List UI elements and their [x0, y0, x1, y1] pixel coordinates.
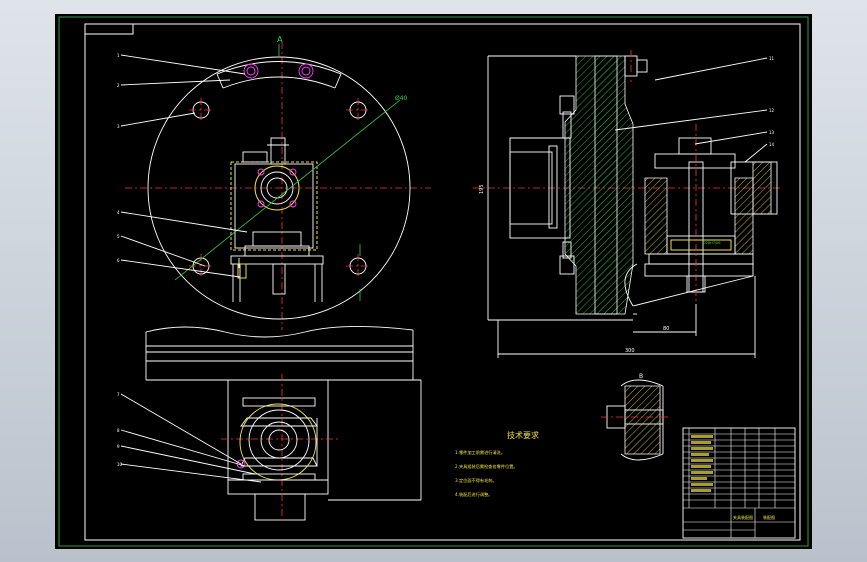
sheet-border	[58, 16, 809, 547]
svg-text:14: 14	[769, 142, 775, 147]
section-mark-top: A	[277, 35, 283, 44]
title-block-name: 夹具装配图	[733, 514, 753, 520]
tech-req-line-3: 3.定位面不得有毛刺。	[455, 477, 497, 484]
machine-table	[145, 325, 414, 381]
cad-viewport[interactable]: A	[55, 14, 812, 549]
top-view: 7 8 9 10	[117, 374, 422, 524]
svg-text:13: 13	[769, 130, 775, 135]
svg-text:1: 1	[117, 53, 120, 58]
svg-text:8: 8	[117, 428, 120, 433]
drawing-canvas: A	[58, 16, 809, 547]
svg-text:12: 12	[769, 108, 775, 113]
detail-view-b: B	[601, 373, 671, 461]
tech-req-line-2: 2.夹具组装后需检查各零件位置。	[455, 463, 518, 470]
fixture-plate-outline	[147, 56, 411, 320]
side-section-view: 195 300 80 11 12 13 14 Ø28H7/k6	[473, 50, 783, 358]
svg-text:2: 2	[117, 83, 120, 88]
svg-text:300: 300	[625, 348, 635, 354]
svg-text:195: 195	[479, 184, 485, 194]
title-block: 夹具装配图 装配图	[682, 427, 796, 539]
drawing-frame	[84, 23, 801, 541]
tech-req-line-1: 1.零件加工前需进行清洗。	[455, 449, 505, 456]
title-block-drawing-no: 装配图	[763, 514, 775, 520]
svg-text:4: 4	[117, 210, 120, 215]
svg-text:6: 6	[117, 258, 120, 263]
svg-text:5: 5	[117, 234, 120, 239]
svg-text:9: 9	[117, 444, 120, 449]
svg-text:11: 11	[769, 56, 775, 61]
svg-text:10: 10	[117, 462, 123, 467]
tech-req-title: 技术要求	[507, 430, 539, 440]
corner-tag	[84, 23, 134, 35]
tech-requirements: 技术要求 1.零件加工前需进行清洗。 2.夹具组装后需检查各零件位置。 3.定位…	[455, 430, 539, 498]
svg-text:Ø40: Ø40	[395, 95, 408, 102]
svg-text:80: 80	[663, 326, 669, 332]
front-view: A	[117, 35, 431, 330]
svg-text:3: 3	[117, 124, 120, 129]
svg-text:7: 7	[117, 392, 120, 397]
svg-text:B: B	[639, 373, 643, 380]
tech-req-line-4: 4.装配后进行调整。	[455, 491, 493, 498]
svg-text:Ø28H7/k6: Ø28H7/k6	[703, 240, 721, 245]
